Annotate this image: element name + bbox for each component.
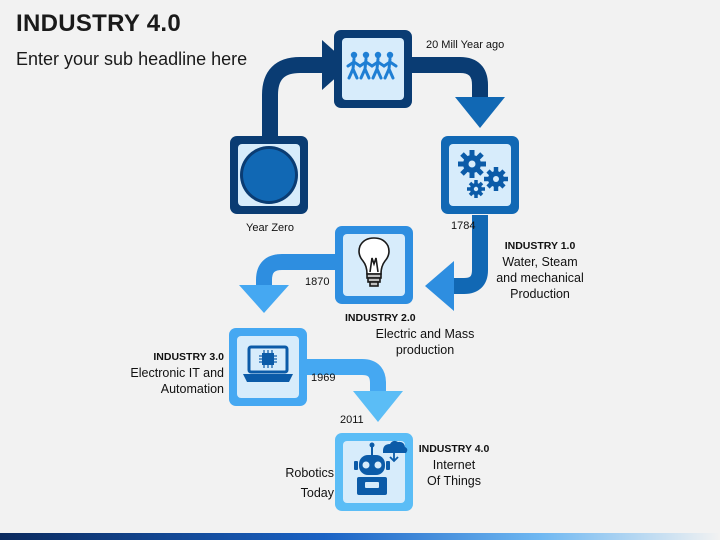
heading-industry-1: INDUSTRY 1.0 [504, 240, 576, 252]
heading-industry-2: INDUSTRY 2.0 [345, 312, 416, 324]
stage-label-industry-1: INDUSTRY 1.0 Water, Steam and mechanical… [490, 240, 590, 302]
connector-arrow-3 [425, 215, 488, 311]
stage-tile-industry-1 [441, 136, 519, 214]
caption-1784: 1784 [451, 220, 476, 232]
laptop-chip-icon [243, 345, 293, 382]
light-bulb-icon [358, 237, 390, 287]
stage-tile-industry-3 [229, 328, 307, 406]
heading-industry-3: INDUSTRY 3.0 [153, 351, 224, 363]
stage-tile-ancient [334, 30, 412, 108]
stage-tile-industry-2 [335, 226, 413, 304]
stage-tile-year-zero [230, 136, 308, 214]
stage-tile-industry-4 [335, 433, 413, 511]
stage-label-industry-3: INDUSTRY 3.0 Electronic IT and Automatio… [110, 351, 224, 397]
gears-icon [458, 150, 508, 198]
description-industry-1: Water, Steam and mechanical Production [496, 255, 584, 301]
description-industry-4: Internet Of Things [427, 458, 481, 488]
connector-arrow-2 [412, 57, 505, 128]
connector-arrow-4 [239, 254, 335, 313]
description-industry-2: Electric and Mass production [375, 327, 475, 357]
connector-arrow-5 [307, 359, 403, 422]
robot-cloud-icon [354, 440, 408, 495]
slide-subtitle: Enter your sub headline here [16, 49, 248, 69]
caption-1969: 1969 [311, 372, 336, 384]
slide-title: INDUSTRY 4.0 [16, 10, 181, 37]
caption-2011: 2011 [340, 414, 364, 426]
circle-icon [240, 146, 298, 204]
description-industry-3: Electronic IT and Automation [130, 366, 224, 396]
side-note-text: Robotics Today [285, 466, 334, 500]
heading-industry-4: INDUSTRY 4.0 [418, 443, 490, 455]
people-icon [346, 51, 398, 80]
stage-label-industry-2: INDUSTRY 2.0 Electric and Mass productio… [330, 312, 520, 358]
bottom-accent-bar [0, 533, 720, 540]
caption-1870: 1870 [305, 276, 330, 288]
caption-year-zero: Year Zero [246, 222, 294, 234]
caption-20-mill-year-ago: 20 Mill Year ago [426, 39, 505, 51]
side-note-robotics-today: Robotics Today [270, 463, 334, 503]
stage-label-industry-4: INDUSTRY 4.0 Internet Of Things [414, 443, 494, 489]
